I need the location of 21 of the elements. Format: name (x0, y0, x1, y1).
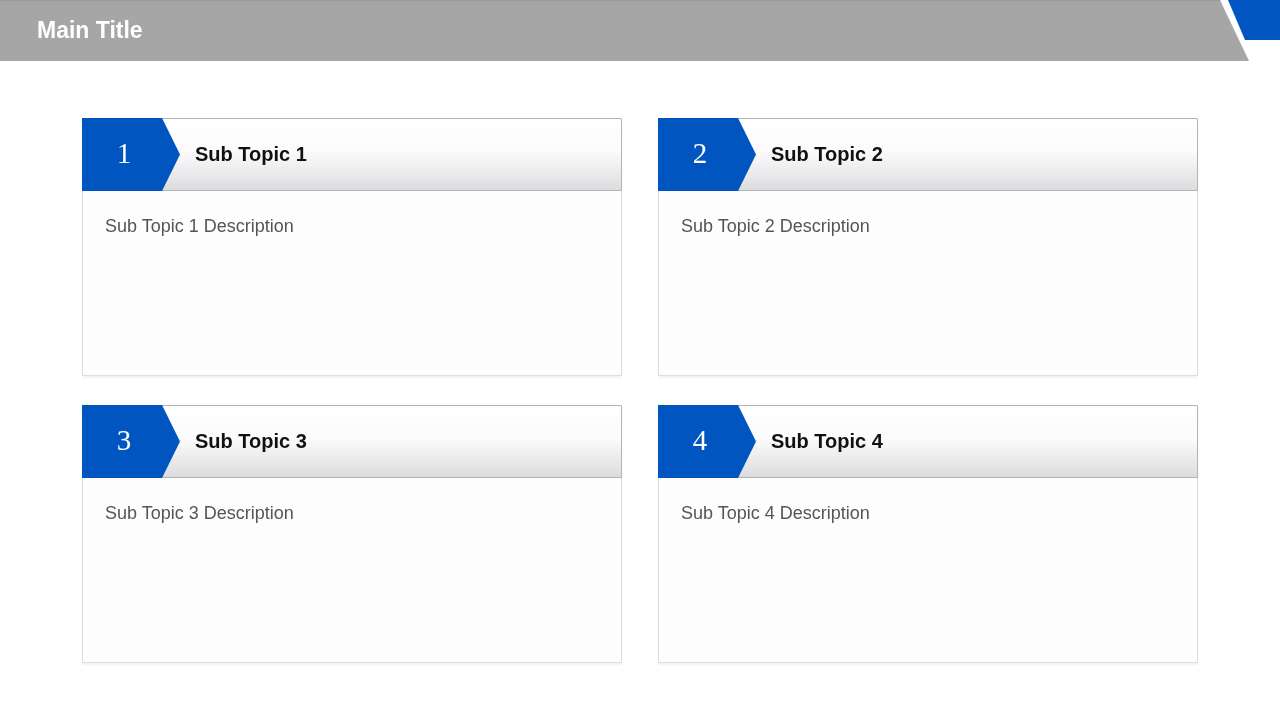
card-description: Sub Topic 2 Description (681, 215, 871, 238)
step-number: 1 (115, 136, 133, 171)
topic-card (658, 405, 1198, 663)
page-title: Main Title (37, 17, 143, 45)
step-number: 2 (691, 136, 709, 171)
card-description: Sub Topic 4 Description (681, 502, 871, 525)
card-description: Sub Topic 3 Description (105, 502, 295, 525)
card-heading: Sub Topic 1 (195, 143, 307, 166)
topic-card (82, 405, 622, 663)
topic-card (658, 118, 1198, 376)
card-description: Sub Topic 1 Description (105, 215, 295, 238)
number-chevron (82, 118, 180, 191)
step-number: 3 (115, 423, 133, 458)
topic-card (82, 118, 622, 376)
card-heading: Sub Topic 2 (771, 143, 883, 166)
number-chevron (658, 118, 756, 191)
number-chevron (658, 405, 756, 478)
step-number: 4 (691, 423, 709, 458)
card-heading: Sub Topic 4 (771, 430, 883, 453)
number-chevron (82, 405, 180, 478)
card-heading: Sub Topic 3 (195, 430, 307, 453)
